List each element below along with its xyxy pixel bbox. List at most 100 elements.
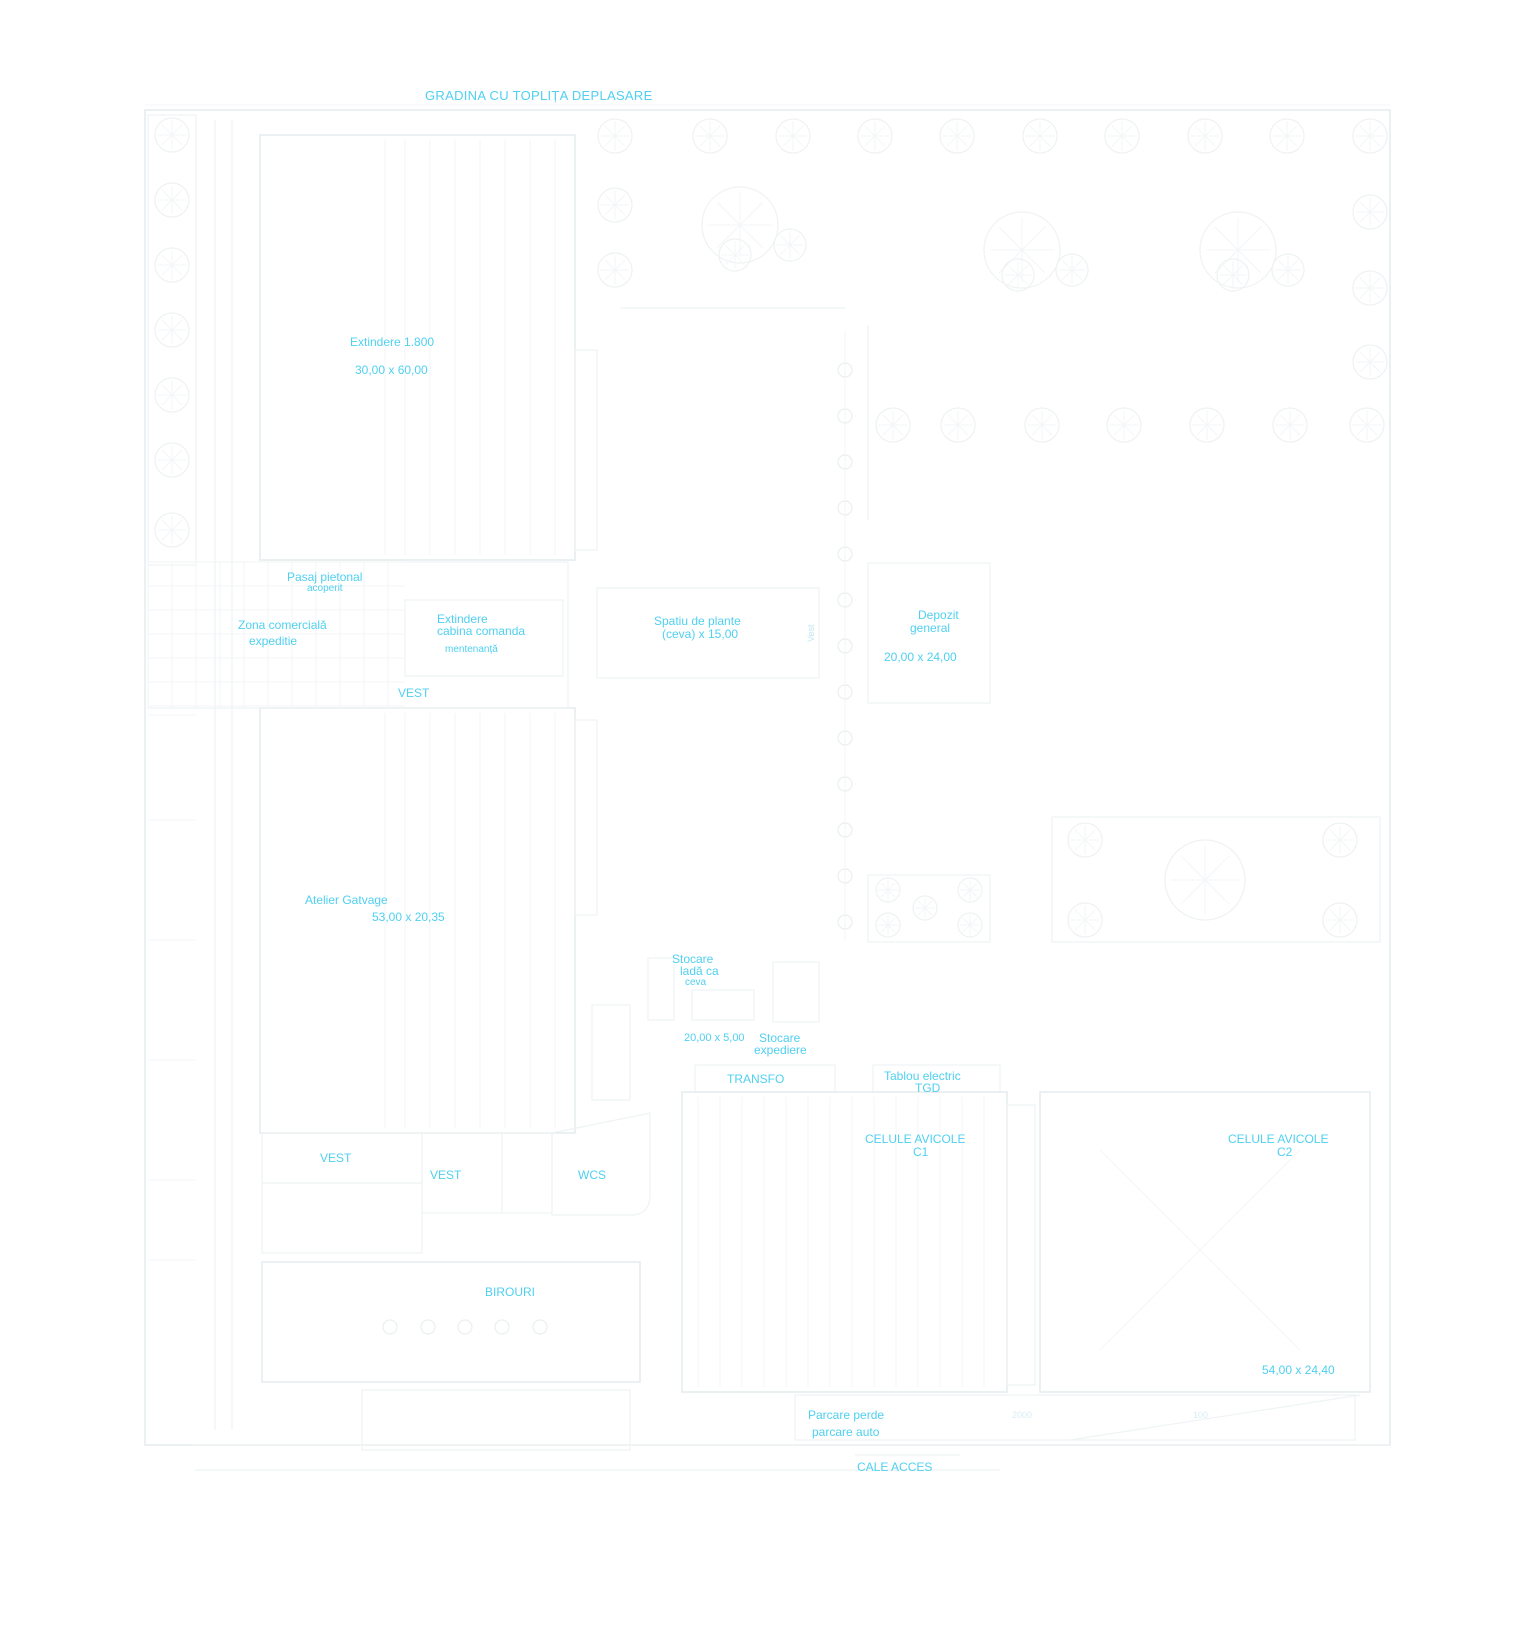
room-sub-spatiu-plante: (ceva) x 15,00 xyxy=(662,627,739,641)
tree-branch xyxy=(709,125,721,137)
column-post xyxy=(837,684,853,700)
tree-branch xyxy=(614,125,626,137)
tree-branch xyxy=(739,224,764,249)
tree-icon xyxy=(773,228,807,262)
tree-icon xyxy=(1001,258,1035,292)
tree-branch xyxy=(1062,269,1073,280)
tree-branch xyxy=(1206,414,1218,426)
celula-2-hall xyxy=(1039,1091,1371,1393)
tree-branch xyxy=(171,449,183,461)
tree-branch xyxy=(734,254,745,265)
tree-branch xyxy=(1196,424,1208,436)
tree-branch xyxy=(789,244,800,255)
room-extra-extindere-cabina: mentenanță xyxy=(445,644,498,655)
tree-icon xyxy=(957,912,983,938)
tree-branch xyxy=(969,924,978,933)
tree-branch xyxy=(716,201,741,226)
tree-branch xyxy=(161,264,173,276)
tree-branch xyxy=(1111,135,1123,147)
tree-icon xyxy=(154,117,190,153)
tree-branch xyxy=(917,900,926,909)
room-name-depozit: Depozit xyxy=(918,608,959,622)
tree-icon xyxy=(1067,902,1103,938)
tree-branch xyxy=(998,226,1023,251)
tree-icon xyxy=(875,877,901,903)
tree-branch xyxy=(1232,265,1243,276)
tree-branch xyxy=(962,917,971,926)
tree-branch xyxy=(161,329,173,341)
room-sub-tablou: TGD xyxy=(915,1081,941,1095)
tree-branch xyxy=(1279,424,1291,436)
tree-branch xyxy=(1287,260,1298,271)
room-dims-depozit: 20,00 x 24,00 xyxy=(884,650,957,664)
tree-branch xyxy=(171,529,183,541)
tree-branch xyxy=(171,519,183,531)
tree-icon xyxy=(857,118,893,154)
birou-room xyxy=(261,1261,641,1383)
tree-branch xyxy=(969,889,978,898)
tree-branch xyxy=(614,135,626,147)
room-name-extindere: Extindere 1.800 xyxy=(350,335,435,349)
tree-branch xyxy=(1223,274,1234,285)
tree-branch xyxy=(1194,125,1206,137)
tree-branch xyxy=(1204,879,1230,905)
tree-branch xyxy=(1223,265,1234,276)
room-name-pasaj: Pasaj pietonal xyxy=(287,570,363,584)
tree-branch xyxy=(1180,855,1206,881)
tree-branch xyxy=(1289,424,1301,436)
tree-branch xyxy=(1369,287,1381,299)
tree-branch xyxy=(880,917,889,926)
tree-icon xyxy=(1164,839,1246,921)
tree-branch xyxy=(1329,919,1341,931)
tree-branch xyxy=(1113,414,1125,426)
tree-branch xyxy=(917,907,926,916)
room-name-wcs: WCS xyxy=(578,1168,606,1182)
tree-branch xyxy=(1017,265,1028,276)
desk-mark xyxy=(494,1319,510,1335)
tree-icon xyxy=(1106,407,1142,443)
tree-branch xyxy=(1031,414,1043,426)
tree-branch xyxy=(880,882,889,891)
tree-branch xyxy=(1339,839,1351,851)
tree-icon xyxy=(1349,407,1385,443)
tree-branch xyxy=(882,414,894,426)
column-post xyxy=(837,454,853,470)
tree-branch xyxy=(699,125,711,137)
tree-branch xyxy=(161,189,173,201)
tree-branch xyxy=(1276,125,1288,137)
tree-branch xyxy=(1029,125,1041,137)
tree-branch xyxy=(1287,269,1298,280)
tree-branch xyxy=(864,125,876,137)
tree-branch xyxy=(614,259,626,271)
tree-branch xyxy=(892,414,904,426)
tree-branch xyxy=(1329,839,1341,851)
tree-icon xyxy=(718,238,752,272)
tree-branch xyxy=(709,135,721,147)
tree-branch xyxy=(1286,125,1298,137)
tree-branch xyxy=(161,319,173,331)
tree-branch xyxy=(1194,135,1206,147)
tree-branch xyxy=(1339,909,1351,921)
tree-branch xyxy=(1008,274,1019,285)
tree-branch xyxy=(1359,361,1371,373)
room-name-stocare: Stocare xyxy=(672,952,714,966)
tree-branch xyxy=(604,135,616,147)
room-sub-zona: expeditie xyxy=(249,634,298,648)
tree-icon xyxy=(597,252,633,288)
tree-icon xyxy=(775,118,811,154)
column-post xyxy=(837,730,853,746)
room-name-transfo: TRANSFO xyxy=(727,1072,785,1086)
tree-branch xyxy=(1121,125,1133,137)
tree-icon xyxy=(1352,194,1388,230)
tree-branch xyxy=(1289,414,1301,426)
tree-branch xyxy=(604,194,616,206)
tree-branch xyxy=(1276,135,1288,147)
tree-branch xyxy=(1369,135,1381,147)
tree-branch xyxy=(1369,277,1381,289)
tree-branch xyxy=(1204,125,1216,137)
tree-icon xyxy=(939,118,975,154)
tree-branch xyxy=(924,900,933,909)
tree-icon xyxy=(940,407,976,443)
desk-mark xyxy=(457,1319,473,1335)
tree-branch xyxy=(171,394,183,406)
